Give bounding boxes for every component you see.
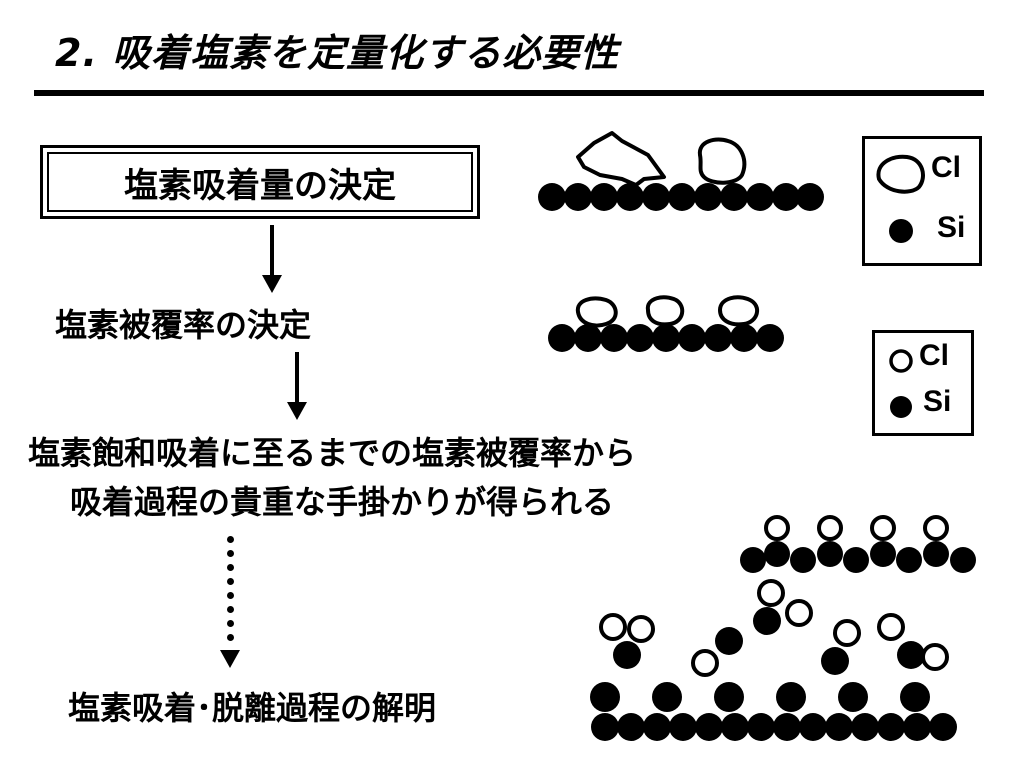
arrow-2-head-icon [287, 402, 307, 420]
step-saturation-line2: 吸着過程の貴重な手掛かりが得られる [70, 483, 615, 521]
arrow-2-shaft [295, 352, 299, 404]
step-box-label: 塩素吸着量の決定 [124, 165, 396, 206]
si-atom-icon [889, 219, 913, 243]
diagram-medium-cl-on-si [548, 295, 784, 352]
si-atom-icon [890, 396, 912, 418]
legend1-si-label: Si [937, 211, 966, 244]
arrow-1-head-icon [262, 275, 282, 293]
legend-small-cl: Cl Si [872, 330, 974, 436]
title-divider [34, 90, 984, 96]
slide-title: 2. 吸着塩素を定量化する必要性 [55, 31, 620, 75]
legend1-cl-label: Cl [931, 151, 961, 184]
dotted-arrow-head-icon [220, 650, 240, 668]
legend2-cl-label: Cl [919, 339, 949, 372]
diagram-saturated-cl-on-si [740, 515, 976, 573]
step-coverage-determination: 塩素被覆率の決定 [55, 306, 312, 344]
arrow-1-shaft [270, 225, 274, 277]
legend-large-cl: Cl Si [862, 136, 982, 266]
step-box-chlorine-adsorption-amount: 塩素吸着量の決定 [40, 145, 480, 219]
cl-blob-icon [876, 154, 925, 194]
diagram-large-cl-on-si [538, 131, 824, 211]
step-saturation-line1: 塩素飽和吸着に至るまでの塩素被覆率から [28, 434, 637, 472]
step-adsorption-desorption: 塩素吸着･脱離過程の解明 [68, 689, 437, 727]
legend2-si-label: Si [923, 385, 952, 418]
cl-atom-icon [889, 349, 913, 373]
diagram-desorption-process [590, 579, 957, 741]
